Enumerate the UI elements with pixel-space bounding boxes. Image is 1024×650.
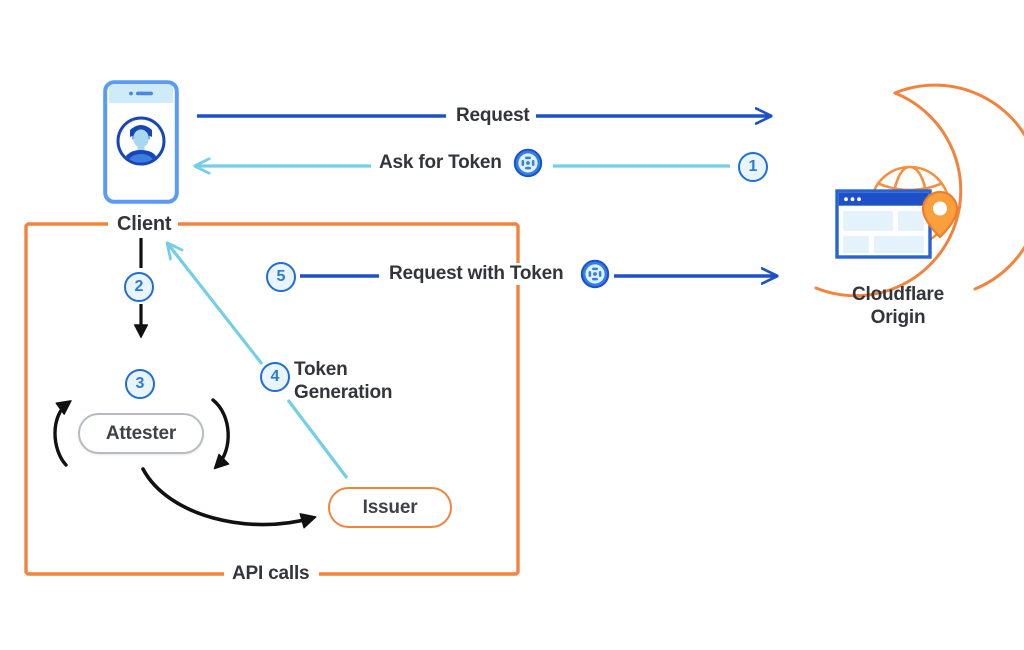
flow-request-label: Request	[450, 105, 536, 127]
cloudflare-origin-icon	[810, 158, 980, 268]
flow-request-with-token-label: Request with Token	[383, 263, 570, 285]
step-badge-3: 3	[125, 369, 155, 399]
origin-label-line1: Cloudflare	[852, 284, 944, 305]
origin-ring	[814, 83, 1024, 298]
boundary-api-calls-label: API calls	[224, 563, 318, 585]
token-badge-icon	[513, 148, 543, 178]
flow-token-generation-label: Token Generation	[294, 358, 414, 404]
browser-window-icon	[835, 189, 932, 259]
node-issuer: Issuer	[328, 487, 452, 528]
location-pin-icon	[921, 190, 959, 239]
token-generation-line2: Generation	[294, 382, 393, 403]
step-badge-4: 4	[260, 362, 290, 392]
client-mobile-phone-icon	[103, 80, 179, 204]
step-badge-2: 2	[124, 272, 154, 302]
origin-label-line2: Origin	[870, 307, 926, 328]
flow-ask-for-token-label: Ask for Token	[375, 152, 506, 174]
node-origin-label: Cloudflare Origin	[838, 283, 958, 329]
step-badge-1: 1	[738, 152, 768, 182]
flow-attester-loop-arrows	[53, 398, 317, 529]
node-attester: Attester	[78, 413, 204, 454]
avatar-icon	[116, 116, 166, 166]
token-badge-icon	[580, 259, 610, 289]
token-generation-line1: Token	[294, 359, 348, 380]
node-issuer-label: Issuer	[362, 496, 418, 518]
node-client-label: Client	[110, 213, 179, 236]
client-boundary-box	[24, 222, 520, 576]
flow-token-generation-arrow	[168, 244, 349, 479]
step-badge-5: 5	[266, 262, 296, 292]
node-attester-label: Attester	[105, 422, 177, 444]
